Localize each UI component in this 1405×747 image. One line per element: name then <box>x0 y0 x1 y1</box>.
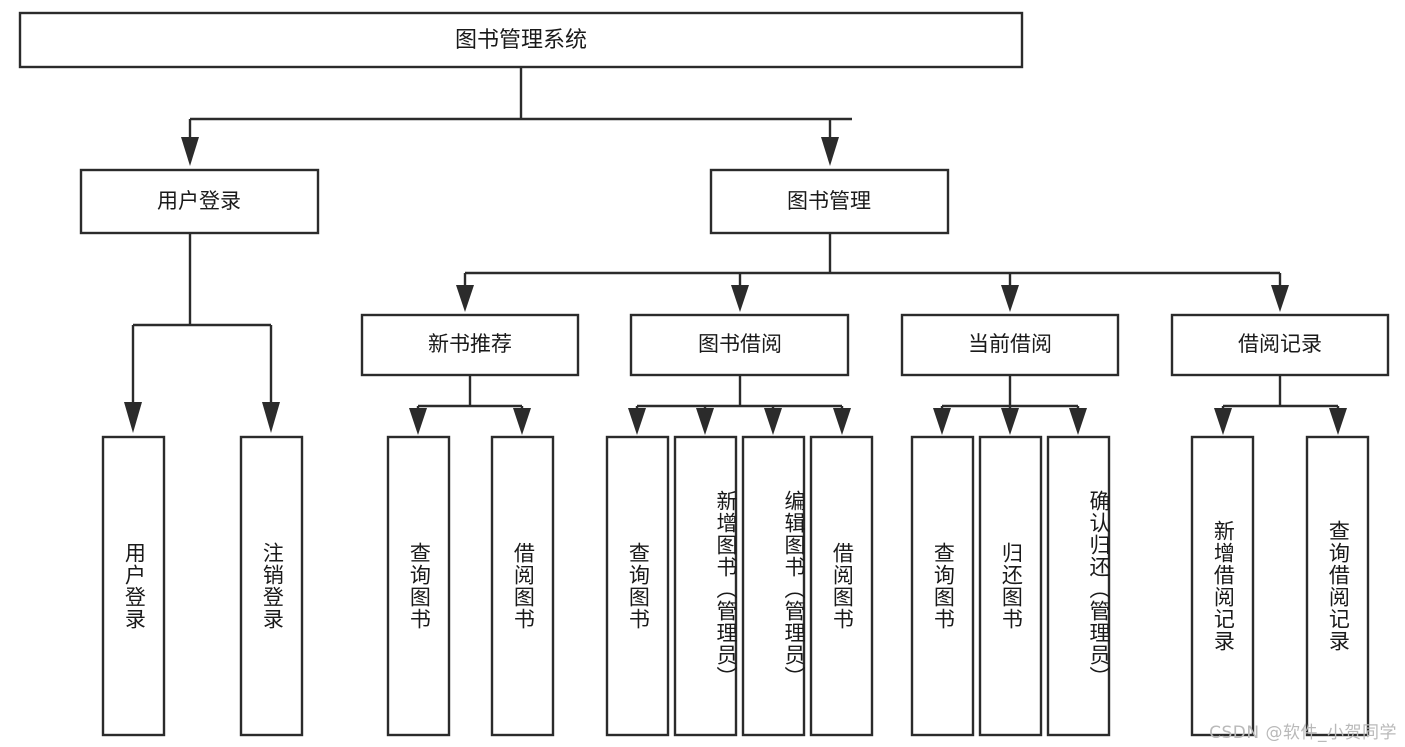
arrow-to-leaf-edit-book <box>764 408 782 435</box>
arrow-to-leaf-user-login <box>124 402 142 433</box>
arrow-to-leaf-borrow-book-1 <box>513 408 531 435</box>
node-current-borrow[interactable]: 当前借阅 <box>900 313 1120 377</box>
node-user-login-box[interactable] <box>79 168 320 235</box>
node-root-label: 图书管理系统 <box>455 28 587 53</box>
leaf-borrow-book-2-box[interactable] <box>809 435 874 737</box>
node-root-box[interactable] <box>18 11 1024 69</box>
arrow-to-leaf-return-book <box>1001 408 1019 435</box>
node-book-manage-box[interactable] <box>709 168 950 235</box>
leaf-boxes-user-login <box>101 435 304 737</box>
arrow-to-leaf-add-record <box>1214 408 1232 435</box>
node-book-borrow[interactable]: 图书借阅 <box>629 313 850 377</box>
leaf-borrow-book-1-box[interactable] <box>490 435 555 737</box>
leaf-add-record-box[interactable] <box>1190 435 1255 737</box>
leaf-add-book-box[interactable] <box>673 435 738 737</box>
leaf-boxes-book-borrow <box>605 435 874 737</box>
node-new-book-recommend-box[interactable] <box>360 313 580 377</box>
leaf-query-book-3-box[interactable] <box>910 435 975 737</box>
node-book-borrow-label: 图书借阅 <box>698 332 782 356</box>
arrow-to-leaf-confirm-return <box>1069 408 1087 435</box>
leaf-user-logout-box[interactable] <box>239 435 304 737</box>
arrow-to-borrow-record <box>1271 285 1289 312</box>
leaf-user-login-box[interactable] <box>101 435 166 737</box>
arrow-to-new-book-recommend <box>456 285 474 312</box>
leaf-boxes-borrow-record <box>1190 435 1370 737</box>
connector-layer <box>124 67 1347 435</box>
arrow-to-leaf-user-logout <box>262 402 280 433</box>
leaf-return-book-box[interactable] <box>978 435 1043 737</box>
node-current-borrow-box[interactable] <box>900 313 1120 377</box>
arrow-to-leaf-query-book-1 <box>409 408 427 435</box>
arrow-to-leaf-query-record <box>1329 408 1347 435</box>
leaf-boxes-current-borrow <box>910 435 1111 737</box>
arrow-to-leaf-query-book-2 <box>628 408 646 435</box>
node-user-login[interactable]: 用户登录 <box>79 168 320 235</box>
arrow-to-current-borrow <box>1001 285 1019 312</box>
node-borrow-record[interactable]: 借阅记录 <box>1170 313 1390 377</box>
node-borrow-record-label: 借阅记录 <box>1238 332 1322 356</box>
leaf-boxes-new-book-recommend <box>386 435 555 737</box>
node-book-borrow-box[interactable] <box>629 313 850 377</box>
leaf-edit-book-box[interactable] <box>741 435 806 737</box>
arrow-to-book-borrow <box>731 285 749 312</box>
node-current-borrow-label: 当前借阅 <box>968 332 1052 356</box>
node-user-login-label: 用户登录 <box>157 189 241 213</box>
arrow-to-book-manage <box>821 137 839 166</box>
csdn-watermark: CSDN @软件_小贺同学 <box>1209 723 1397 743</box>
node-root[interactable]: 图书管理系统 <box>18 11 1024 69</box>
node-new-book-recommend-label: 新书推荐 <box>428 332 512 356</box>
leaf-query-book-2-box[interactable] <box>605 435 670 737</box>
node-book-manage-label: 图书管理 <box>787 189 871 213</box>
leaf-query-record-box[interactable] <box>1305 435 1370 737</box>
node-borrow-record-box[interactable] <box>1170 313 1390 377</box>
arrow-to-user-login <box>181 137 199 166</box>
leaf-confirm-return-box[interactable] <box>1046 435 1111 737</box>
arrow-to-leaf-query-book-3 <box>933 408 951 435</box>
leaf-query-book-1-box[interactable] <box>386 435 451 737</box>
node-new-book-recommend[interactable]: 新书推荐 <box>360 313 580 377</box>
arrow-to-leaf-borrow-book-2 <box>833 408 851 435</box>
node-book-manage[interactable]: 图书管理 <box>709 168 950 235</box>
arrow-to-leaf-add-book <box>696 408 714 435</box>
